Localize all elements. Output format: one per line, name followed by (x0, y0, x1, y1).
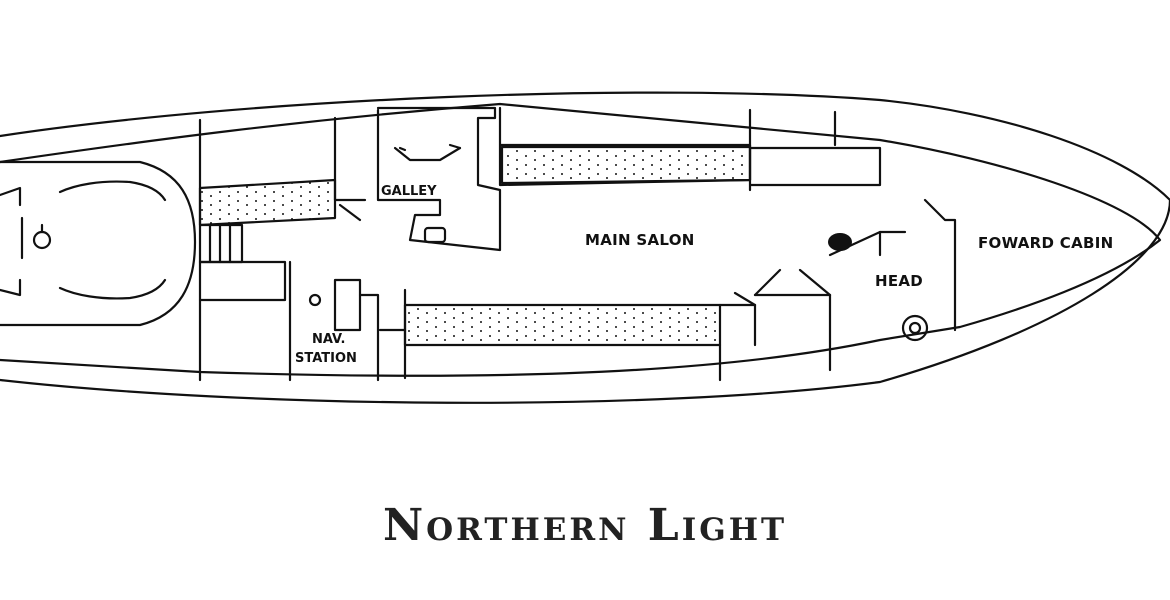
inner-hull-line (0, 102, 1162, 377)
galley-area (376, 106, 502, 252)
label-galley: GALLEY (381, 184, 437, 199)
nav-station-light (308, 293, 322, 307)
mast-step (828, 233, 852, 251)
boat-name-title: Northern Light (382, 500, 788, 551)
label-nav-line2: STATION (295, 351, 357, 366)
aft-cockpit (0, 160, 197, 327)
label-main-salon: MAIN SALON (585, 231, 695, 249)
nav-station-area (333, 278, 362, 332)
label-head: HEAD (875, 272, 923, 290)
deck-plan-diagram: GALLEY MAIN SALON FOWARD CABIN HEAD NAV.… (0, 91, 1170, 404)
label-foward-cabin: FOWARD CABIN (978, 234, 1114, 252)
galley-sink (423, 226, 447, 244)
label-nav-line1: NAV. (312, 332, 345, 347)
cockpit-wheel (32, 230, 52, 250)
head-toilet (901, 314, 929, 342)
